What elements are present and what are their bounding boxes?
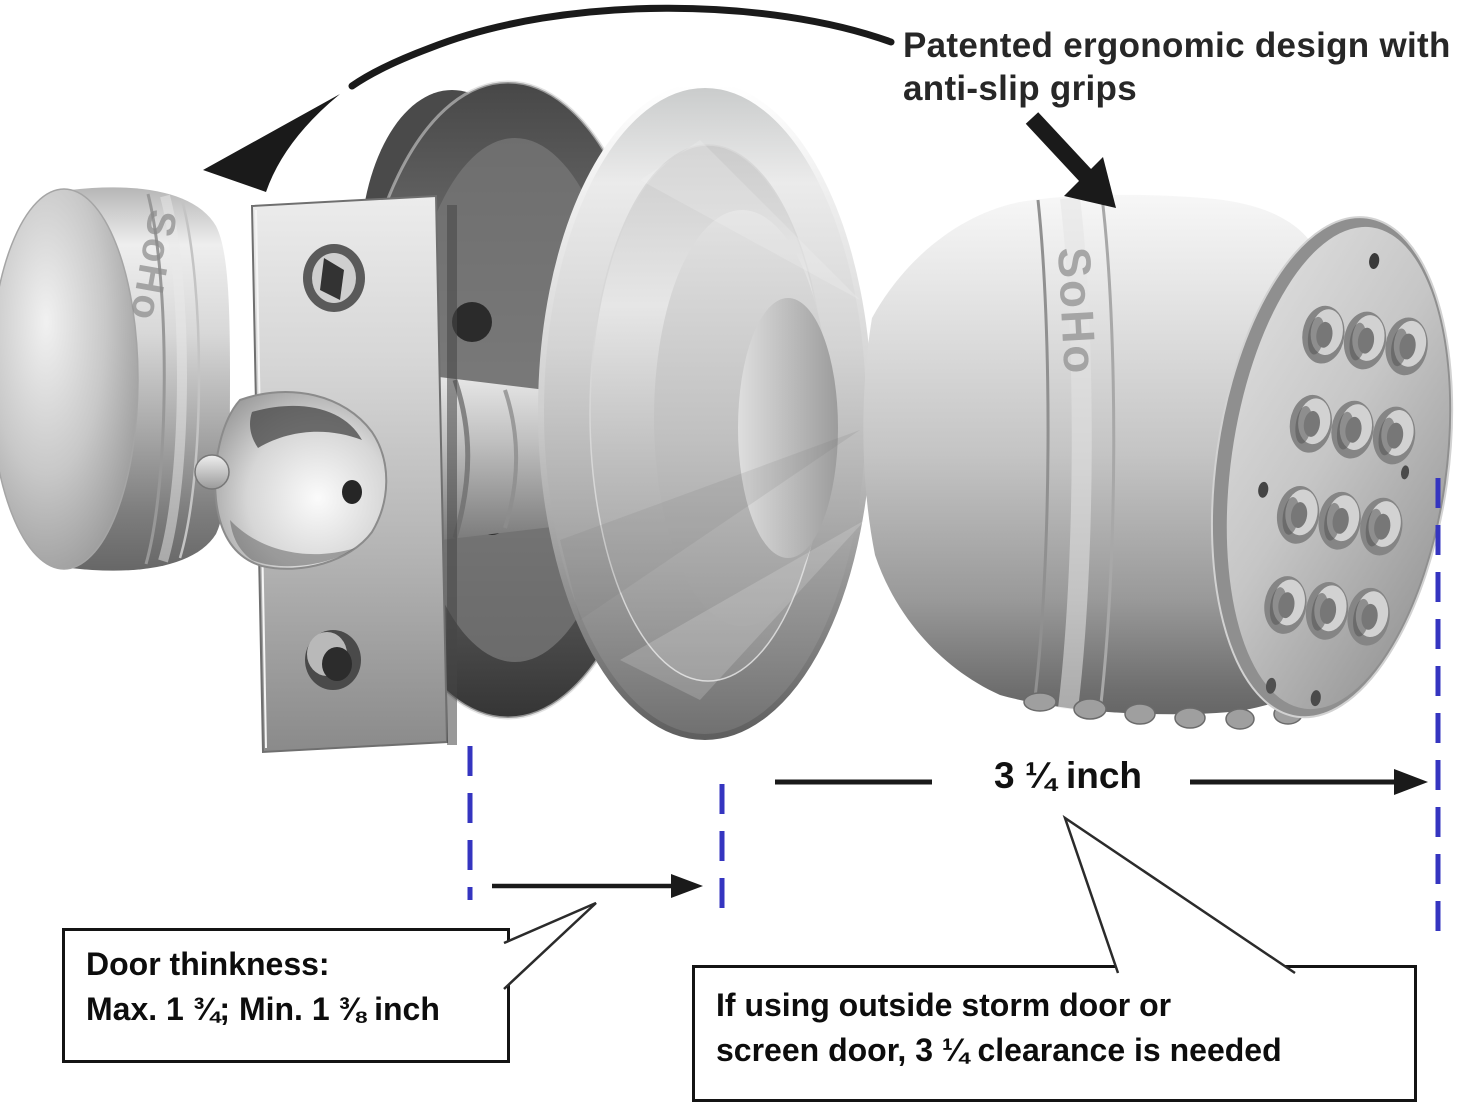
latch-bolt: [214, 390, 388, 570]
latch-pin: [194, 454, 230, 490]
anti-slip-grips: [1023, 692, 1303, 730]
keypad-pinholes: [1258, 253, 1410, 707]
exterior-knob: SoHo: [863, 194, 1330, 730]
ergonomic-note: Patented ergonomic design with anti-slip…: [903, 26, 1451, 108]
keypad-face: [1210, 216, 1454, 719]
interior-knob: SoHo: [0, 187, 230, 571]
screw-hole-top: [303, 244, 365, 312]
brand-engraving: SoHo: [1048, 246, 1107, 377]
door-thickness-line2: Max. 1 ¾; Min. 1 ⅜ inch: [86, 991, 440, 1027]
door-thickness-callout: Door thinkness: Max. 1 ¾; Min. 1 ⅜ inch: [62, 928, 510, 1063]
dimension-label: 3 ¼ inch: [993, 755, 1143, 796]
clearance-line1: If using outside storm door or: [716, 987, 1172, 1023]
door-thickness-line1: Door thinkness:: [86, 946, 330, 982]
screw-hole-bottom: [305, 630, 361, 690]
clearance-callout: If using outside storm door or screen do…: [692, 965, 1417, 1102]
mounting-rose: [538, 82, 872, 740]
clearance-line2: screen door, 3 ¼ clearance is needed: [716, 1032, 1282, 1068]
